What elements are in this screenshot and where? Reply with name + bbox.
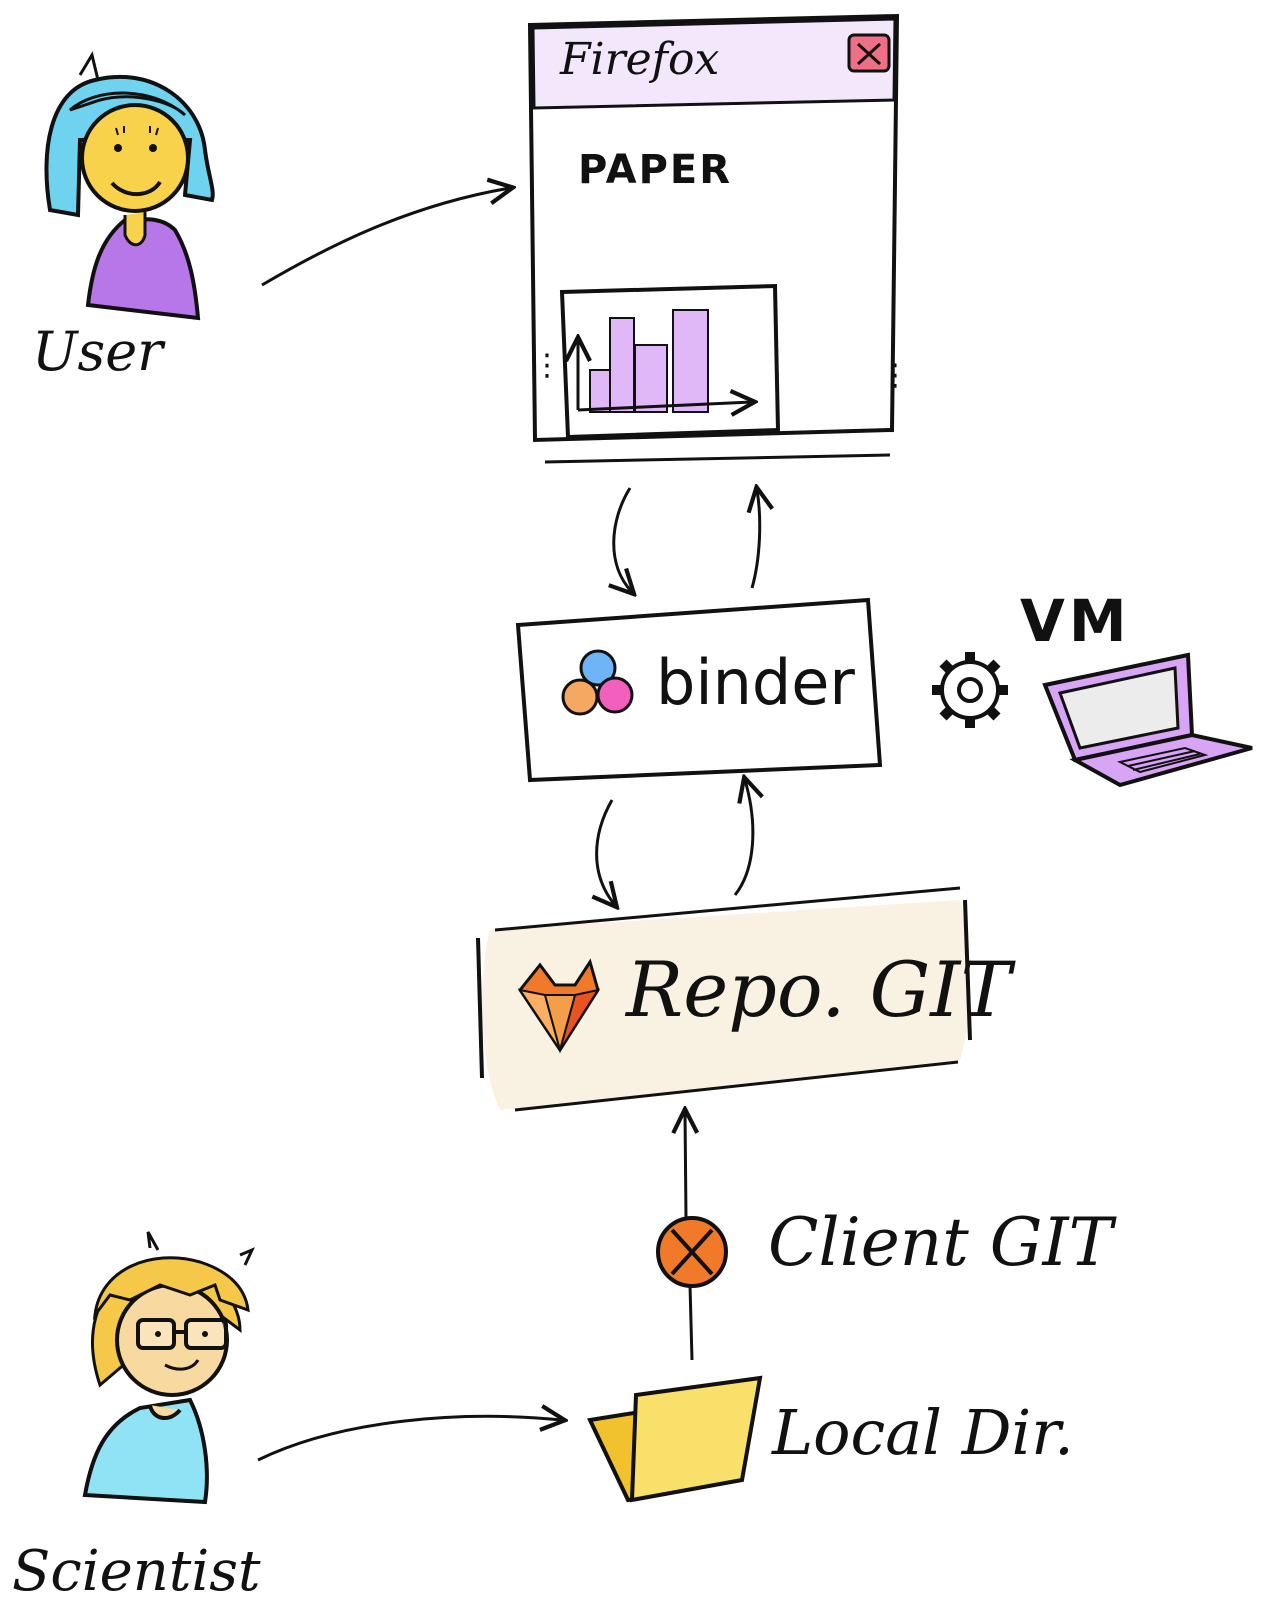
arrow-client-to-repo [685, 1112, 686, 1219]
vm-label: VM [1020, 587, 1131, 655]
svg-text:⋮: ⋮ [532, 348, 562, 383]
browser-content-title: PAPER [578, 147, 733, 193]
user-figure [44, 51, 215, 321]
arrow-binder-to-repo [597, 799, 615, 905]
arrow-scientist-to-folder [257, 1416, 562, 1462]
scientist-figure [82, 1231, 255, 1505]
arrow-browser-to-binder [614, 487, 632, 592]
git-client-icon [656, 1216, 728, 1288]
bar-chart-thumbnail [559, 283, 781, 440]
arrow-binder-to-browser [752, 490, 760, 589]
folder-icon [587, 1375, 763, 1503]
gitlab-fox-icon [517, 958, 601, 1054]
repo-label: Repo. GIT [626, 945, 1012, 1034]
local-dir-label: Local Dir. [772, 1396, 1074, 1469]
browser-window: ⋮ ⋮ [527, 13, 910, 464]
binder-label: binder [656, 646, 855, 719]
arrow-user-to-browser [261, 188, 510, 287]
scientist-label: Scientist [12, 1539, 261, 1604]
arrow-repo-to-binder [733, 780, 753, 896]
laptop-icon [1042, 652, 1253, 788]
gear-icon [932, 652, 1008, 728]
client-git-label: Client GIT [768, 1204, 1113, 1281]
close-icon[interactable] [847, 33, 891, 73]
repo-box [476, 886, 972, 1112]
svg-text:⋮: ⋮ [880, 358, 910, 393]
line-folder-to-client [688, 1284, 694, 1361]
browser-title: Firefox [560, 34, 720, 85]
user-label: User [32, 320, 166, 383]
binder-box [515, 597, 883, 783]
binder-logo-icon [561, 649, 634, 716]
